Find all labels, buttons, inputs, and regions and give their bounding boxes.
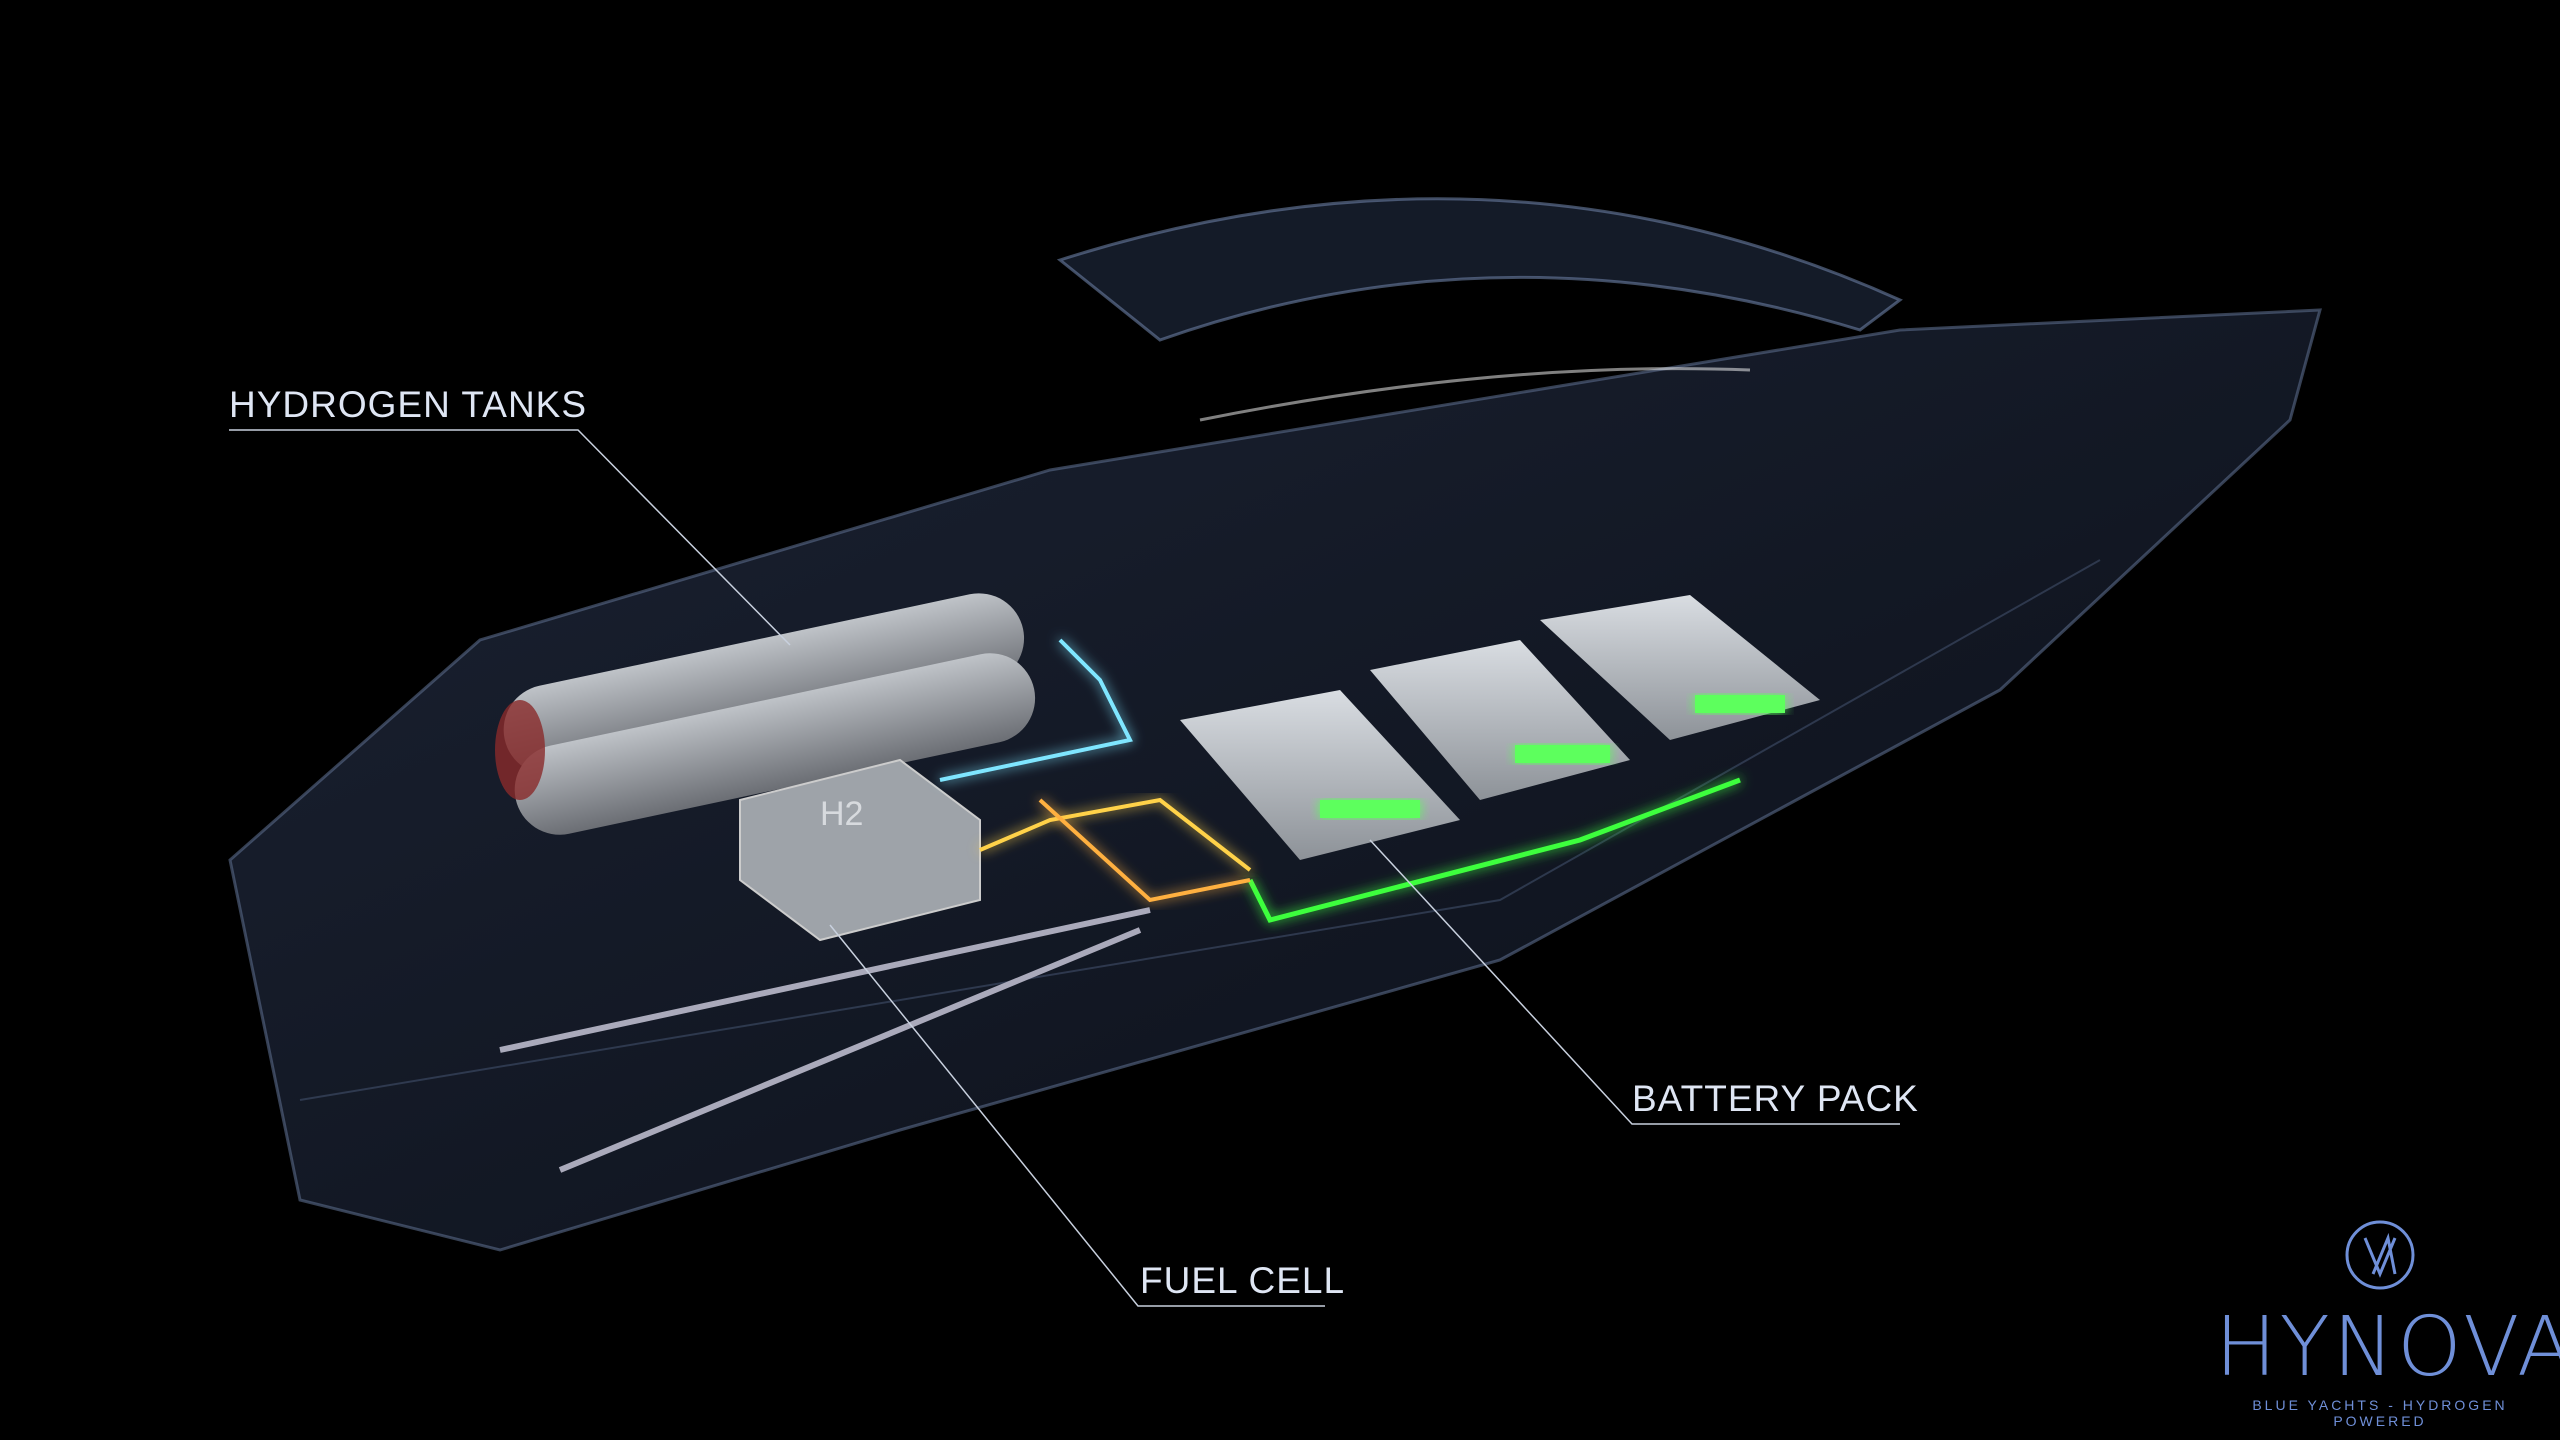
fuel-cell: H2 xyxy=(739,758,981,942)
leader-lines xyxy=(229,429,1900,1307)
hynova-logo: HYNOVA BLUE YACHTS - HYDROGEN POWERED xyxy=(2215,1218,2560,1429)
h2-marking: H2 xyxy=(820,795,863,833)
fuel-cell-label: FUEL CELL xyxy=(1140,1260,1346,1301)
battery-indicator xyxy=(1320,800,1420,818)
battery-pack-label: BATTERY PACK xyxy=(1632,1078,1919,1119)
logo-wordmark: HYNOVA xyxy=(2215,1300,2560,1395)
battery-pack xyxy=(1180,595,1820,923)
battery-indicator xyxy=(1695,695,1785,713)
hydrogen-tanks xyxy=(495,593,1036,835)
logo-tagline: BLUE YACHTS - HYDROGEN POWERED xyxy=(2252,1397,2508,1429)
propeller-shafts xyxy=(499,907,1151,1173)
logo-emblem-icon xyxy=(2345,1220,2415,1290)
energy-lines xyxy=(939,638,1252,903)
battery-indicator xyxy=(1515,745,1610,763)
hydrogen-tanks-label: HYDROGEN TANKS xyxy=(229,384,588,425)
